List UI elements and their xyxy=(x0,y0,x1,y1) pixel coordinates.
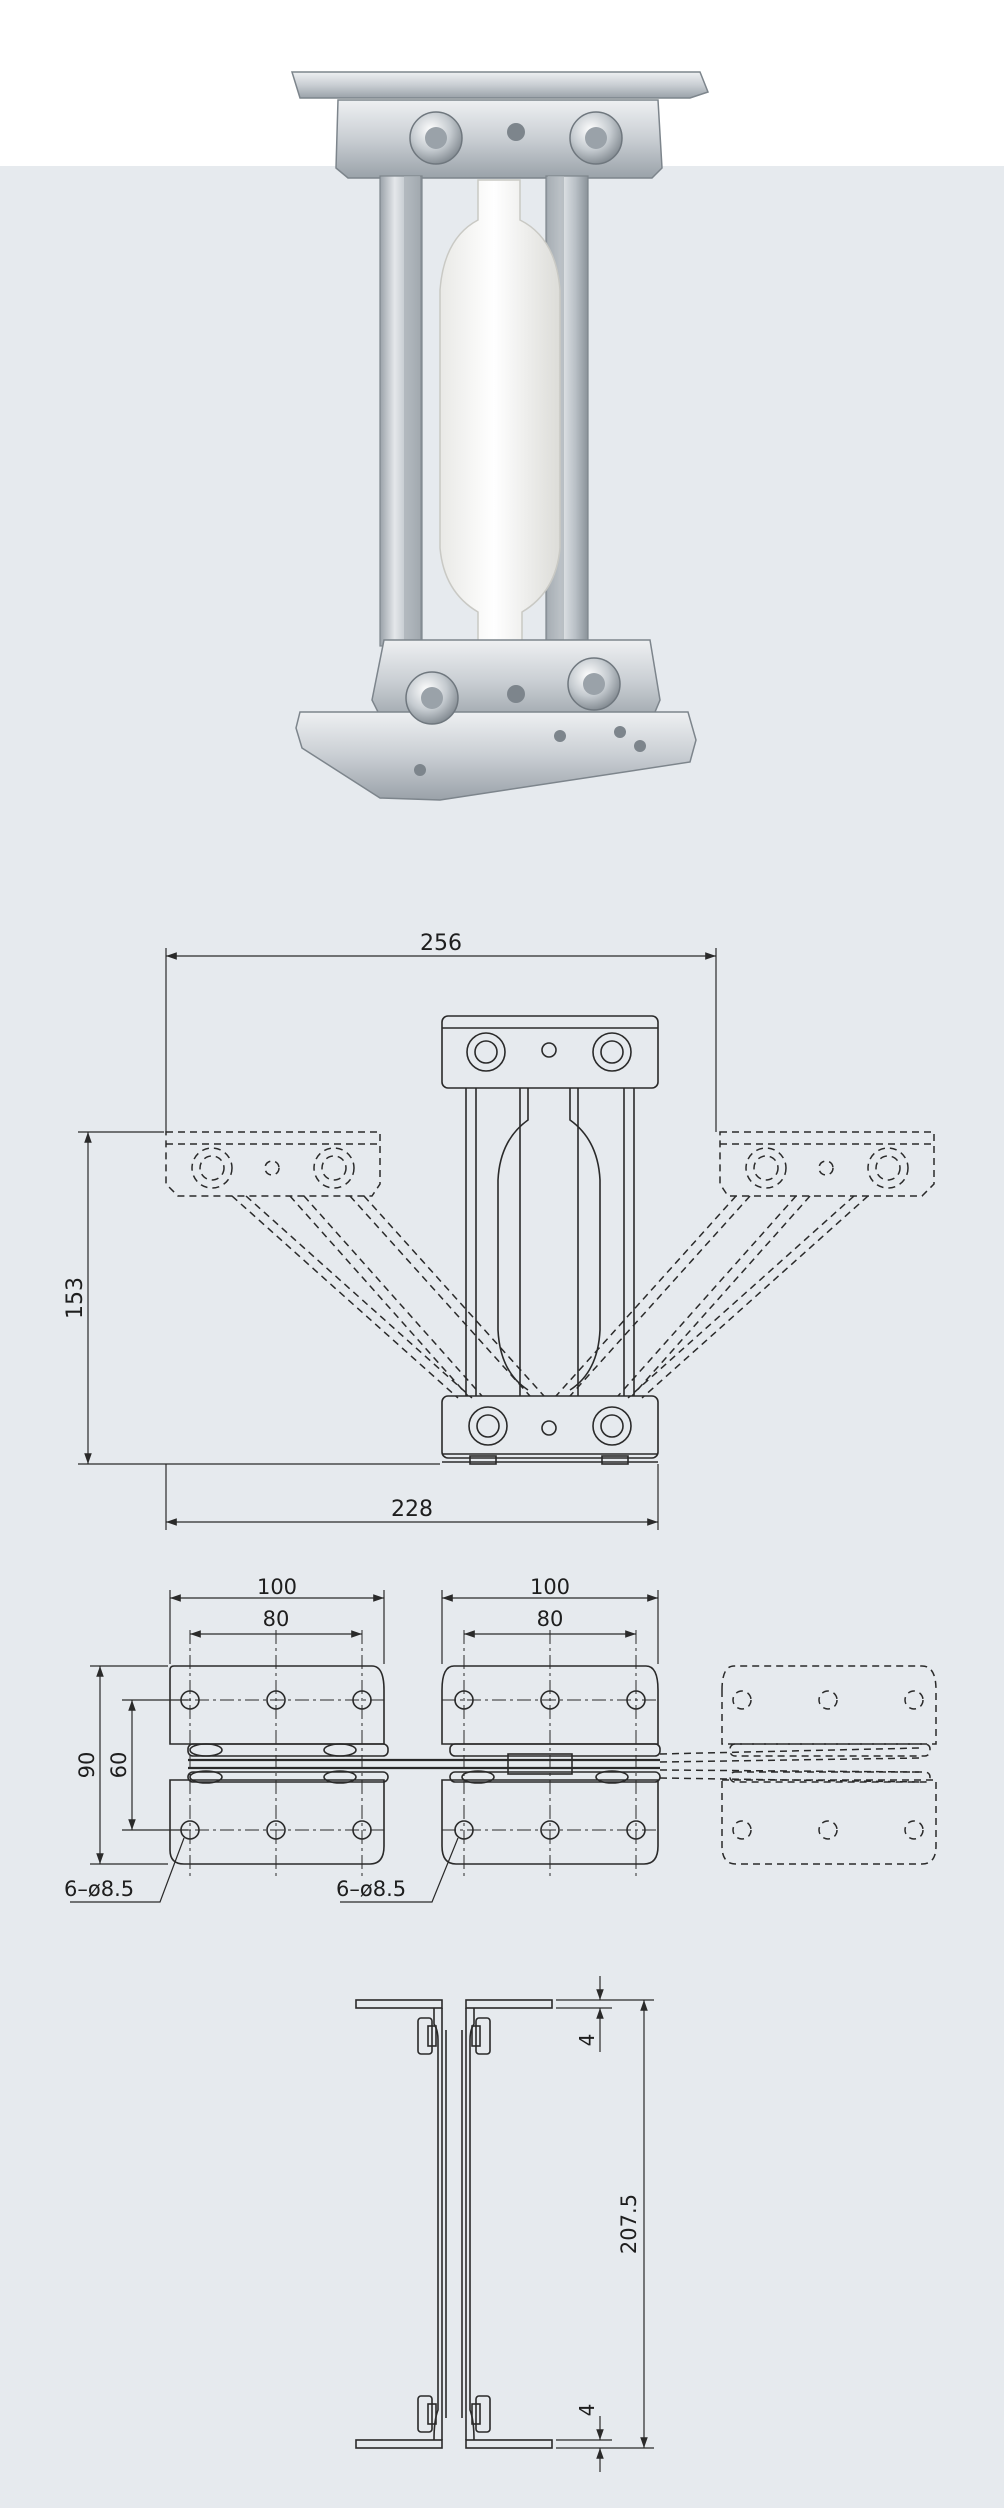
top-view-dimensions xyxy=(70,1590,659,1903)
top-left-upper-plate xyxy=(169,1665,385,1745)
front-view-open-positions xyxy=(165,1131,935,1399)
top-right-lower-plate xyxy=(441,1779,659,1865)
top-dim-right-outer: 100 xyxy=(530,1575,570,1599)
top-dim-left-inner: 80 xyxy=(263,1607,290,1631)
top-hole-callout-right: 6–ø8.5 xyxy=(336,1877,406,1901)
gas-spring-hinge-photo-icon xyxy=(290,71,709,801)
top-view-centerlines xyxy=(170,1630,658,1880)
front-dim-bottom: 228 xyxy=(391,1497,433,1522)
side-bottom-right-flange xyxy=(465,2439,553,2449)
front-bottom-plate xyxy=(441,1395,659,1459)
side-bottom-left-flange xyxy=(355,2439,443,2449)
top-hole-callout-left: 6–ø8.5 xyxy=(64,1877,134,1901)
top-right-upper-plate xyxy=(441,1665,659,1745)
side-view-dimensions xyxy=(556,1976,654,2472)
side-dim-bottom: 4 xyxy=(575,2404,599,2417)
top-left-lower-plate xyxy=(169,1779,385,1865)
front-view-drawing xyxy=(441,1015,659,1465)
side-top-left-flange xyxy=(355,1999,443,2009)
front-dim-top: 256 xyxy=(420,931,462,956)
front-dim-left: 153 xyxy=(63,1277,88,1319)
top-dim-height-inner: 60 xyxy=(107,1752,131,1779)
front-top-plate xyxy=(441,1015,659,1089)
side-top-right-flange xyxy=(465,1999,553,2009)
side-dim-total: 207.5 xyxy=(617,2194,641,2254)
top-dim-height-outer: 90 xyxy=(75,1752,99,1779)
front-view-dimensions xyxy=(78,948,717,1530)
top-dim-right-inner: 80 xyxy=(537,1607,564,1631)
top-view-open-position xyxy=(659,1665,937,1865)
side-view-drawing xyxy=(355,1999,553,2449)
side-dim-top: 4 xyxy=(575,2034,599,2047)
top-dim-left-outer: 100 xyxy=(257,1575,297,1599)
